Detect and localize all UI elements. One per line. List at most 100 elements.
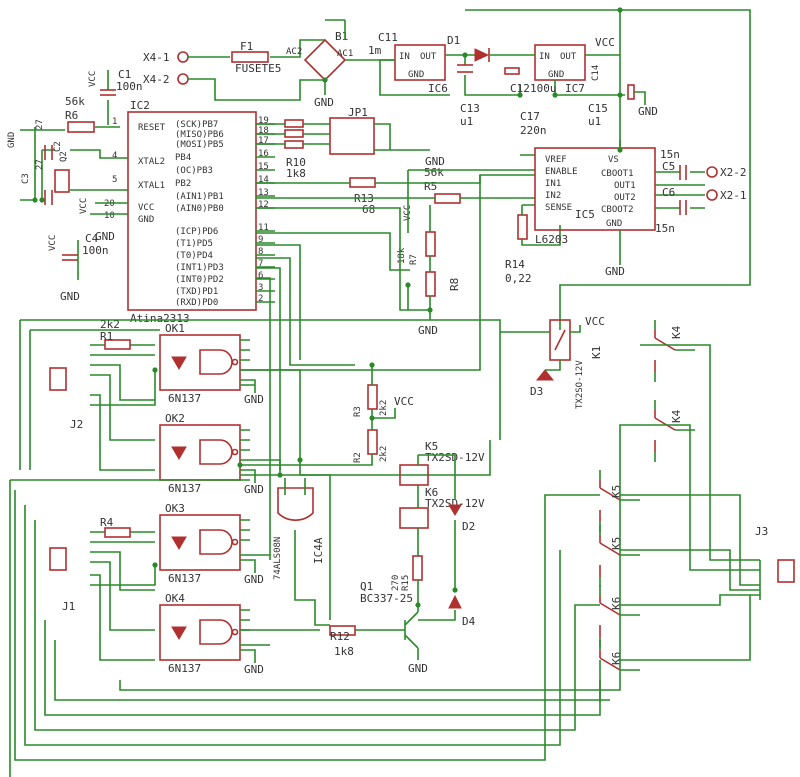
x2-2-terminal — [706, 166, 718, 178]
k6-label: K6 — [425, 486, 438, 499]
ic2-pin-3: (TXD)PD1 — [175, 287, 218, 297]
vcc-reg: VCC — [595, 36, 615, 49]
resistor-r7 — [425, 231, 436, 257]
gnd-ic2: GND — [95, 230, 115, 243]
r14-value: 0,22 — [505, 272, 532, 285]
r7-label: R7 — [409, 254, 419, 265]
ic2-pinnum-6: 6 — [258, 271, 263, 281]
r13-value: 68 — [362, 203, 375, 216]
cap-c14 — [627, 84, 635, 100]
junction-dot — [462, 52, 468, 58]
c1-value: 100n — [116, 80, 143, 93]
k4-label-a: K4 — [670, 325, 683, 339]
k4-label-b: K4 — [670, 409, 683, 423]
r10-label: R10 — [286, 156, 306, 169]
c3-label: C3 — [21, 173, 31, 184]
c3-value: 27 — [35, 159, 45, 170]
vcc-c4: VCC — [48, 235, 58, 251]
r11-value: 1k8 — [286, 167, 306, 180]
junction-dot — [617, 7, 623, 13]
ic2-pinnum-2: 2 — [258, 294, 263, 304]
ic2-pin-11: (ICP)PD6 — [175, 227, 218, 237]
ic2-pinnum-3: 3 — [258, 283, 263, 293]
gnd-r8: GND — [418, 324, 438, 337]
d4-label: D4 — [462, 615, 476, 628]
relay-k5-coil — [399, 464, 429, 486]
svg-text:GND: GND — [606, 219, 622, 229]
svg-text:J2: J2 — [70, 418, 83, 431]
relay-contact-1 — [654, 320, 695, 382]
diode-d4 — [448, 594, 462, 609]
k5-label: K5 — [425, 440, 438, 453]
connector-j1: J1 — [49, 547, 75, 613]
connector-j2: J2 — [49, 367, 83, 431]
d1-label: D1 — [447, 34, 460, 47]
junction-dot — [369, 362, 375, 368]
svg-text:GND: GND — [138, 215, 154, 225]
gnd-jp1: GND — [425, 155, 445, 168]
opto-part-4: 6N137 — [168, 662, 201, 675]
r8-label: R8 — [448, 278, 461, 291]
opto-ref-1: OK1 — [165, 322, 185, 335]
ic2-pinnum-13: 13 — [258, 188, 269, 198]
opto-gnd-2: GND — [244, 483, 264, 496]
ic2-pinnum-19: 19 — [258, 116, 269, 126]
junction-dot — [39, 197, 45, 203]
svg-text:1: 1 — [112, 117, 117, 127]
resistor-r14 — [517, 214, 528, 240]
ic2-pin-12: (AIN0)PB0 — [175, 204, 224, 214]
r3-label: R3 — [353, 406, 363, 417]
potentiometer-r8 — [425, 271, 436, 297]
svg-text:10: 10 — [104, 211, 115, 221]
relay-contacts — [599, 320, 695, 702]
svg-text:OUT2: OUT2 — [614, 193, 636, 203]
relay-k1: VCC TX2SO-12V K1 D3 — [530, 315, 605, 409]
x4-1-label: X4-1 — [143, 51, 170, 64]
r12-label: R12 — [330, 630, 350, 643]
vcc-xtal: VCC — [79, 198, 89, 214]
c5-label: C5 — [662, 160, 675, 173]
svg-text:SENSE: SENSE — [545, 203, 572, 213]
r6-label: R6 — [65, 109, 78, 122]
ac2-label: AC2 — [286, 47, 302, 57]
x4-2-label: X4-2 — [143, 73, 170, 86]
r14-label: R14 — [505, 258, 525, 271]
gnd-c4: GND — [60, 290, 80, 303]
k6-type: TX2SD-12V — [425, 497, 485, 510]
c4-label: C4 — [85, 232, 99, 245]
k6-label-a: K6 — [610, 597, 623, 610]
resistor-r6 — [67, 121, 95, 133]
x4-2-terminal — [177, 73, 189, 85]
ic2-pinnum-16: 16 — [258, 149, 269, 159]
ic2-pin-17: (MOSI)PB5 — [175, 140, 224, 150]
k1-type: TX2SO-12V — [575, 360, 585, 409]
junction-dot — [322, 77, 328, 83]
ic2-pinnum-15: 15 — [258, 162, 269, 172]
r2-value: 2k2 — [379, 446, 389, 462]
q2-label: Q2 — [59, 151, 69, 162]
gnd-left: GND — [7, 132, 17, 148]
x2-1-label: X2-1 — [720, 189, 747, 202]
jumper-jp1: JP1 R10 1k8 — [284, 106, 375, 180]
ic2-pin-2: (RXD)PD0 — [175, 298, 218, 308]
relay-contact-2 — [654, 400, 695, 462]
gnd-label-bridge: GND — [314, 96, 334, 109]
q1-label: Q1 — [360, 580, 373, 593]
c12-value: 100u — [530, 82, 557, 95]
svg-text:GND: GND — [548, 70, 564, 80]
resistor-r3 — [367, 384, 378, 410]
k1-label: K1 — [590, 346, 603, 359]
ic2-pin-13: (AIN1)PB1 — [175, 192, 224, 202]
svg-text:IN: IN — [539, 52, 550, 62]
svg-text:JP1: JP1 — [348, 106, 368, 119]
connector-j3: J3 — [755, 525, 795, 583]
gnd-ic5: GND — [605, 265, 625, 278]
svg-text:5: 5 — [112, 175, 117, 185]
opto-ref-3: OK3 — [165, 502, 185, 515]
r15-label: R15 — [401, 575, 411, 591]
svg-text:J1: J1 — [62, 600, 75, 613]
k6-label-b: K6 — [610, 652, 623, 665]
